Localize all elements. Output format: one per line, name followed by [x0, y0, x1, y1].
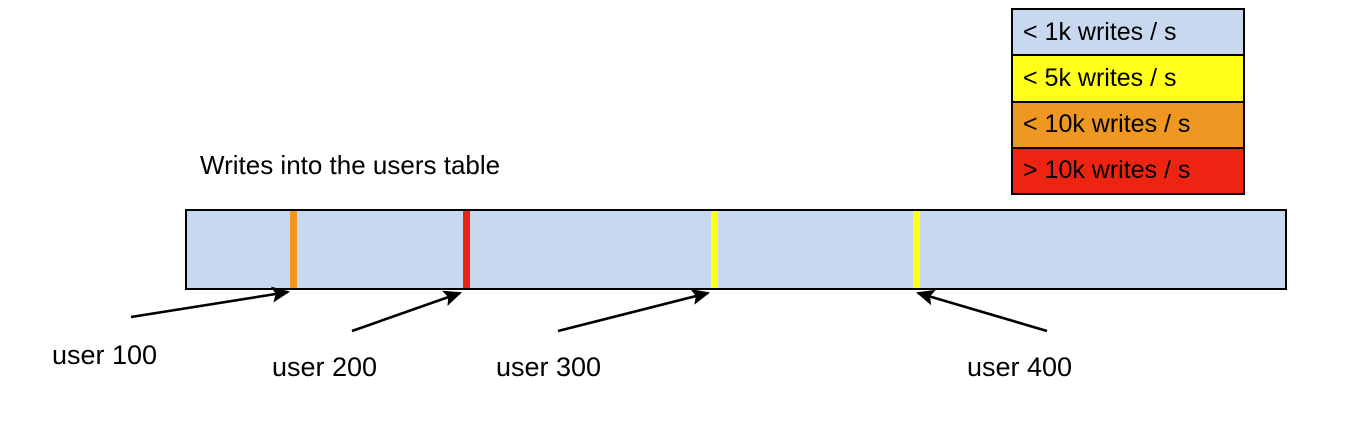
legend-row-lt-10k: < 10k writes / s: [1013, 102, 1243, 149]
legend-row-lt-1k: < 1k writes / s: [1013, 10, 1243, 57]
legend: < 1k writes / s < 5k writes / s < 10k wr…: [1011, 8, 1245, 195]
legend-label-lt-1k: < 1k writes / s: [1023, 17, 1177, 46]
callout-label-user-100: user 100: [52, 340, 158, 370]
legend-row-gt-10k: > 10k writes / s: [1013, 148, 1243, 193]
stripe-user-200: [463, 211, 470, 288]
callout-arrow-user-100: [130, 286, 291, 319]
stripe-user-100: [290, 211, 297, 288]
chart-title: Writes into the users table: [200, 150, 501, 180]
legend-label-lt-10k: < 10k writes / s: [1023, 110, 1191, 139]
users-table-bar: [185, 209, 1287, 290]
callout-label-user-300: user 300: [496, 352, 602, 382]
callout-arrow-user-300: [557, 289, 711, 333]
callout-label-user-200: user 200: [272, 352, 378, 382]
legend-label-gt-10k: > 10k writes / s: [1023, 156, 1191, 185]
legend-label-lt-5k: < 5k writes / s: [1023, 63, 1177, 92]
stripe-user-300: [711, 211, 718, 288]
legend-row-lt-5k: < 5k writes / s: [1013, 56, 1243, 103]
callout-arrow-user-200: [351, 290, 462, 333]
stripe-user-400: [913, 211, 920, 288]
callout-arrow-user-400: [916, 289, 1048, 333]
callout-label-user-400: user 400: [967, 352, 1073, 382]
